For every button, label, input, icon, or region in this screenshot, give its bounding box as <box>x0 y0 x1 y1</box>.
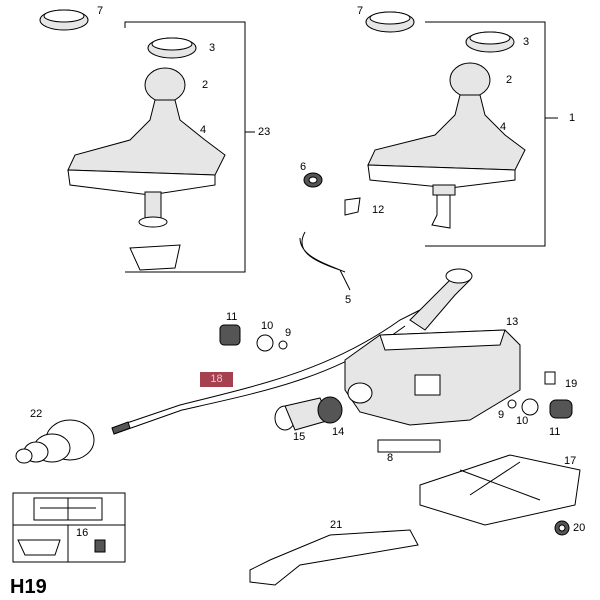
diagram-code: H19 <box>10 576 47 598</box>
callout-4: 4 <box>200 124 207 136</box>
info-box <box>12 492 126 563</box>
callout-3: 3 <box>523 36 530 48</box>
callout-7: 7 <box>357 5 364 17</box>
callout-13: 13 <box>506 316 519 328</box>
cable-18 <box>111 309 421 429</box>
callout-9: 9 <box>498 409 505 421</box>
cable-tie-5 <box>299 231 351 291</box>
callout-16: 16 <box>76 527 89 539</box>
callout-6: 6 <box>300 161 307 173</box>
control-module-17 <box>419 454 581 526</box>
cap-7-right <box>365 11 415 33</box>
oil-pan-icon <box>17 539 61 556</box>
boot-15-14 <box>274 396 343 431</box>
callout-11: 11 <box>549 426 561 438</box>
callout-19: 19 <box>565 378 578 390</box>
shift-housing-13 <box>344 268 521 426</box>
callout-3: 3 <box>209 42 216 54</box>
callout-20: 20 <box>573 522 586 534</box>
group-bracket-1 <box>425 21 546 247</box>
callout-9: 9 <box>285 327 292 339</box>
callout-4: 4 <box>500 121 507 133</box>
callout-12: 12 <box>372 204 385 216</box>
cap-7-left <box>39 9 89 31</box>
callout-1: 1 <box>569 112 576 124</box>
callout-5: 5 <box>345 294 352 306</box>
callout-23: 23 <box>258 126 271 138</box>
callout-8: 8 <box>387 452 394 464</box>
callout-14: 14 <box>332 426 345 438</box>
bracket-21 <box>249 529 419 586</box>
bolt-19 <box>544 371 556 385</box>
grommet-6 <box>303 172 323 188</box>
callout-21: 21 <box>330 519 343 531</box>
cap-3-left <box>147 37 197 59</box>
cap-3-right <box>465 31 515 53</box>
nut-20 <box>554 520 570 536</box>
group-bracket-23 <box>124 21 246 273</box>
clip-12 <box>344 197 361 216</box>
callout-22: 22 <box>30 408 43 420</box>
callout-2: 2 <box>202 79 209 91</box>
callout-7: 7 <box>97 5 104 17</box>
callout-2: 2 <box>506 74 513 86</box>
callout-17: 17 <box>564 455 577 467</box>
knob-boot-left <box>67 67 226 271</box>
boot-22 <box>15 419 95 464</box>
grease-gun-icon <box>94 539 106 553</box>
bushing-set-left <box>219 324 288 352</box>
knob-boot-right <box>367 62 526 229</box>
callout-10: 10 <box>261 320 274 332</box>
callout-15: 15 <box>293 431 306 443</box>
callout-18-highlighted[interactable]: 18 <box>200 372 233 387</box>
bracket-8 <box>377 439 441 453</box>
callout-10: 10 <box>516 415 529 427</box>
bushing-set-right <box>507 398 573 419</box>
callout-11: 11 <box>226 311 238 323</box>
